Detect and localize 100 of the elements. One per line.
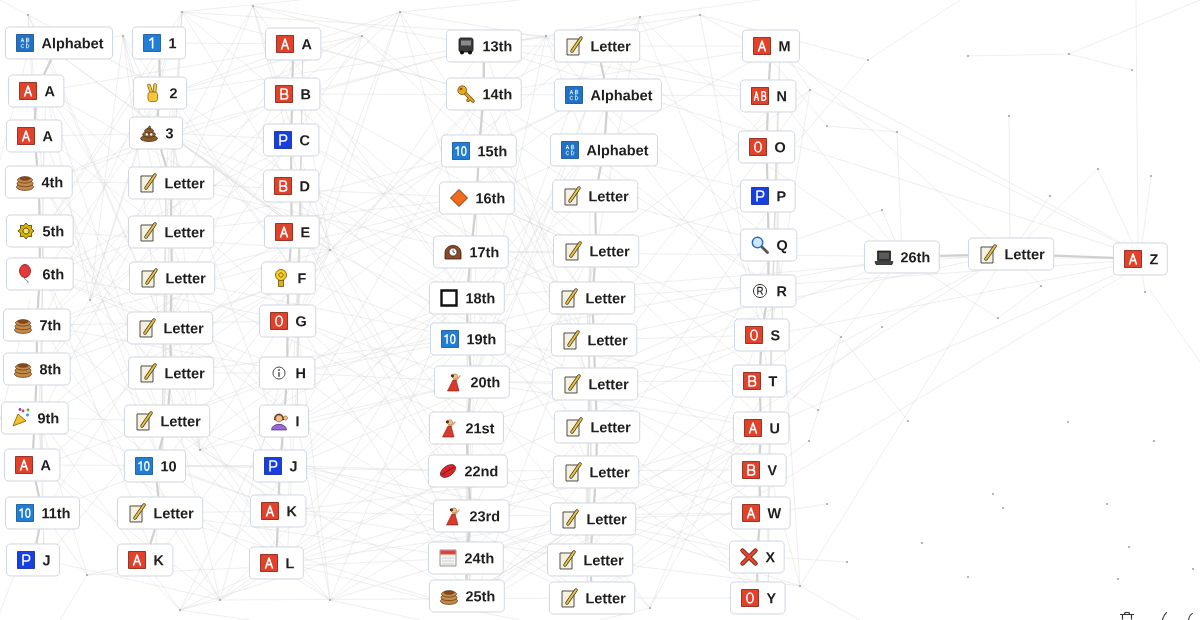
connector-line bbox=[466, 532, 471, 542]
item-box: 4th bbox=[5, 165, 73, 199]
connector-line bbox=[155, 482, 160, 497]
connector-line bbox=[939, 254, 969, 258]
connector-line bbox=[169, 344, 172, 357]
connector-line bbox=[759, 351, 763, 365]
item-box: Letter bbox=[551, 323, 638, 357]
connector-line bbox=[167, 389, 171, 405]
connector-line bbox=[768, 62, 772, 80]
connector-line bbox=[43, 58, 53, 76]
connector-line bbox=[763, 307, 767, 319]
connector-line bbox=[593, 488, 597, 503]
item-box: Letter bbox=[547, 543, 634, 577]
item-box: 26th bbox=[864, 240, 940, 274]
connector-line bbox=[291, 60, 294, 78]
connector-line bbox=[758, 486, 762, 497]
connector-line bbox=[479, 110, 484, 135]
connector-line bbox=[286, 294, 290, 305]
item-box: 9th bbox=[1, 401, 69, 435]
connector-line bbox=[36, 290, 40, 309]
connector-line bbox=[32, 434, 35, 449]
connector-line bbox=[38, 198, 41, 215]
connector-line bbox=[758, 444, 762, 454]
connector-line bbox=[595, 443, 598, 456]
connector-line bbox=[1054, 254, 1114, 260]
item-box: 7th bbox=[3, 308, 71, 342]
item-box: F bbox=[261, 261, 316, 295]
connector-line bbox=[35, 341, 38, 353]
connector-line bbox=[594, 400, 598, 411]
item-box: Letter bbox=[128, 215, 215, 249]
item-box: Letter bbox=[129, 261, 216, 295]
item-box: R bbox=[740, 274, 797, 308]
connector-line bbox=[471, 214, 477, 236]
item-box: 18th bbox=[429, 281, 505, 315]
item-box: Letter bbox=[549, 581, 636, 615]
connector-line bbox=[277, 482, 281, 495]
connector-line bbox=[766, 112, 769, 131]
connector-line bbox=[476, 167, 480, 182]
item-box: X bbox=[729, 540, 785, 574]
connector-line bbox=[597, 166, 602, 180]
connector-line bbox=[757, 529, 761, 541]
connector-line bbox=[170, 199, 173, 216]
item-box: Letter bbox=[550, 502, 637, 536]
connector-line bbox=[288, 248, 292, 262]
connector-line bbox=[35, 529, 41, 544]
connector-line bbox=[290, 156, 293, 170]
item-box: Letter bbox=[553, 455, 640, 489]
connector-line bbox=[594, 212, 597, 235]
item-box: Alphabet bbox=[5, 26, 113, 60]
connector-line bbox=[280, 437, 284, 450]
item-box: 17th bbox=[433, 235, 509, 269]
node-label: 25th bbox=[465, 590, 495, 602]
connector-line bbox=[149, 529, 156, 544]
item-box: 23rd bbox=[433, 499, 510, 533]
connector-line bbox=[34, 481, 41, 497]
item-box: Letter bbox=[117, 496, 204, 530]
item-box: 16th bbox=[439, 181, 515, 215]
connector-line bbox=[284, 389, 288, 405]
connector-line bbox=[158, 437, 164, 450]
item-box: Letter bbox=[554, 410, 641, 444]
connector-line bbox=[158, 59, 161, 77]
connector-line bbox=[156, 109, 160, 117]
item-box: 20th bbox=[434, 365, 510, 399]
connector-line bbox=[767, 261, 770, 275]
connector-line bbox=[286, 337, 289, 357]
connector-line bbox=[467, 398, 472, 412]
connector-line bbox=[34, 385, 38, 402]
item-box: 25th bbox=[429, 579, 505, 613]
item-box: 21st bbox=[429, 411, 504, 445]
connector-line bbox=[290, 202, 293, 216]
item-box: 2 bbox=[133, 76, 187, 110]
item-box: Letter bbox=[553, 234, 640, 268]
item-box: Letter bbox=[554, 29, 641, 63]
item-box: Letter bbox=[968, 237, 1055, 271]
connector-line bbox=[467, 268, 471, 282]
connector-line bbox=[599, 62, 606, 79]
connector-line bbox=[604, 111, 608, 134]
connector-line bbox=[169, 294, 173, 312]
connector-line bbox=[765, 163, 769, 180]
item-box: Q bbox=[740, 228, 798, 262]
item-box: Alphabet bbox=[550, 133, 658, 167]
node-label: Letter bbox=[586, 593, 626, 604]
connector-line bbox=[482, 62, 485, 78]
item-box: Alphabet bbox=[554, 78, 662, 112]
item-box: Letter bbox=[552, 179, 639, 213]
connector-line bbox=[758, 397, 762, 412]
item-box: Letter bbox=[128, 166, 215, 200]
connector-line bbox=[33, 107, 37, 120]
item-box: 5th bbox=[6, 214, 74, 248]
connector-line bbox=[590, 535, 593, 544]
item-box: Letter bbox=[552, 367, 639, 401]
item-box: 14th bbox=[446, 77, 522, 111]
connector-line bbox=[468, 355, 472, 366]
connector-line bbox=[766, 212, 770, 229]
connector-line bbox=[275, 527, 279, 547]
connector-line bbox=[756, 573, 759, 582]
item-box: 6th bbox=[6, 257, 74, 291]
connector-line bbox=[290, 110, 293, 124]
connector-line bbox=[34, 152, 39, 166]
item-box: Letter bbox=[549, 281, 636, 315]
